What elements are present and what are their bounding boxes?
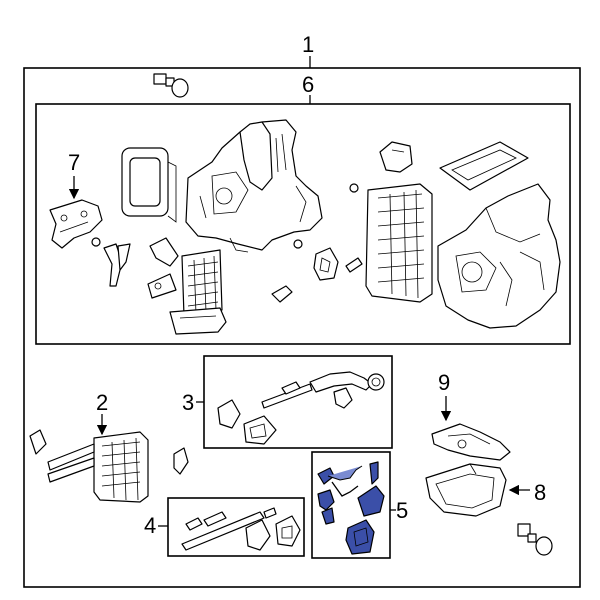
callout-6: 6: [302, 72, 314, 97]
group-3-parts: [217, 371, 385, 445]
callout-7: 7: [68, 150, 80, 175]
tray-bottom: [169, 307, 227, 335]
heater-core-2: [29, 429, 149, 503]
group-5-frame: [311, 451, 391, 559]
group-5-parts-highlighted: [317, 461, 385, 555]
housing-small-parts: [271, 183, 359, 303]
callout-2: 2: [96, 390, 108, 415]
clip-small-left: [91, 237, 131, 287]
callout-8: 8: [534, 480, 546, 505]
bracket-7: [49, 199, 103, 249]
evaporator-core: [365, 183, 433, 303]
unit-frame: [35, 103, 571, 345]
fitting-left: [147, 237, 179, 299]
seal-top-right: [439, 141, 529, 191]
group-4-frame: [167, 497, 305, 557]
cover-top: [379, 141, 413, 173]
group-4-parts: [181, 507, 301, 551]
bracket-9: [431, 423, 511, 461]
filter-panel: [181, 249, 223, 317]
blower-case-right: [437, 183, 561, 329]
heater-housing: [185, 119, 323, 253]
callout-5: 5: [396, 498, 408, 523]
bolt-bottom: [517, 523, 553, 556]
callout-9: 9: [438, 370, 450, 395]
callout-1: 1: [302, 32, 314, 57]
callout-4: 4: [144, 513, 156, 538]
bolt-top: [153, 73, 189, 98]
tray-8: [425, 463, 507, 517]
assembly-frame: [23, 67, 581, 588]
clip-2: [173, 447, 189, 475]
grommet-center: [313, 247, 363, 281]
callout-3: 3: [182, 390, 194, 415]
seal-frame: [121, 147, 177, 223]
